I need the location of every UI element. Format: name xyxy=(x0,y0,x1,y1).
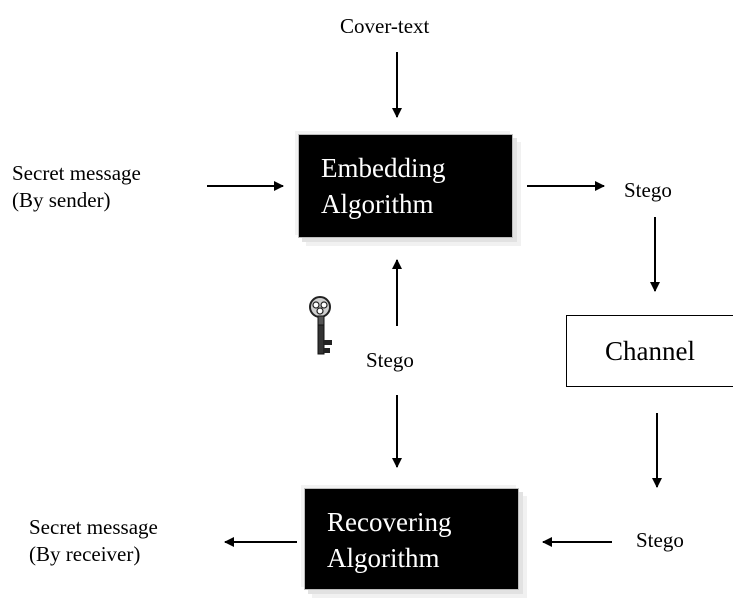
recovering-box-line1: Recovering xyxy=(327,507,452,537)
channel-box: Channel xyxy=(566,315,733,387)
embedding-box-line1: Embedding xyxy=(321,153,446,183)
key-icon xyxy=(309,296,332,355)
channel-box-label: Channel xyxy=(605,335,695,366)
secret-receiver-line2: (By receiver) xyxy=(29,542,141,566)
secret-receiver-line1: Secret message xyxy=(29,515,158,539)
stego-middle-label: Stego xyxy=(366,348,414,372)
embedding-algorithm-box: Embedding Algorithm xyxy=(298,134,513,238)
cover-text-label: Cover-text xyxy=(340,14,430,38)
stego-top-right-label: Stego xyxy=(624,178,672,202)
recovering-box-line2: Algorithm xyxy=(327,543,440,573)
secret-sender-line2: (By sender) xyxy=(12,188,111,212)
embedding-box-line2: Algorithm xyxy=(321,189,434,219)
stego-bottom-right-label: Stego xyxy=(636,528,684,552)
recovering-algorithm-box: Recovering Algorithm xyxy=(304,488,519,590)
secret-sender-line1: Secret message xyxy=(12,161,141,185)
